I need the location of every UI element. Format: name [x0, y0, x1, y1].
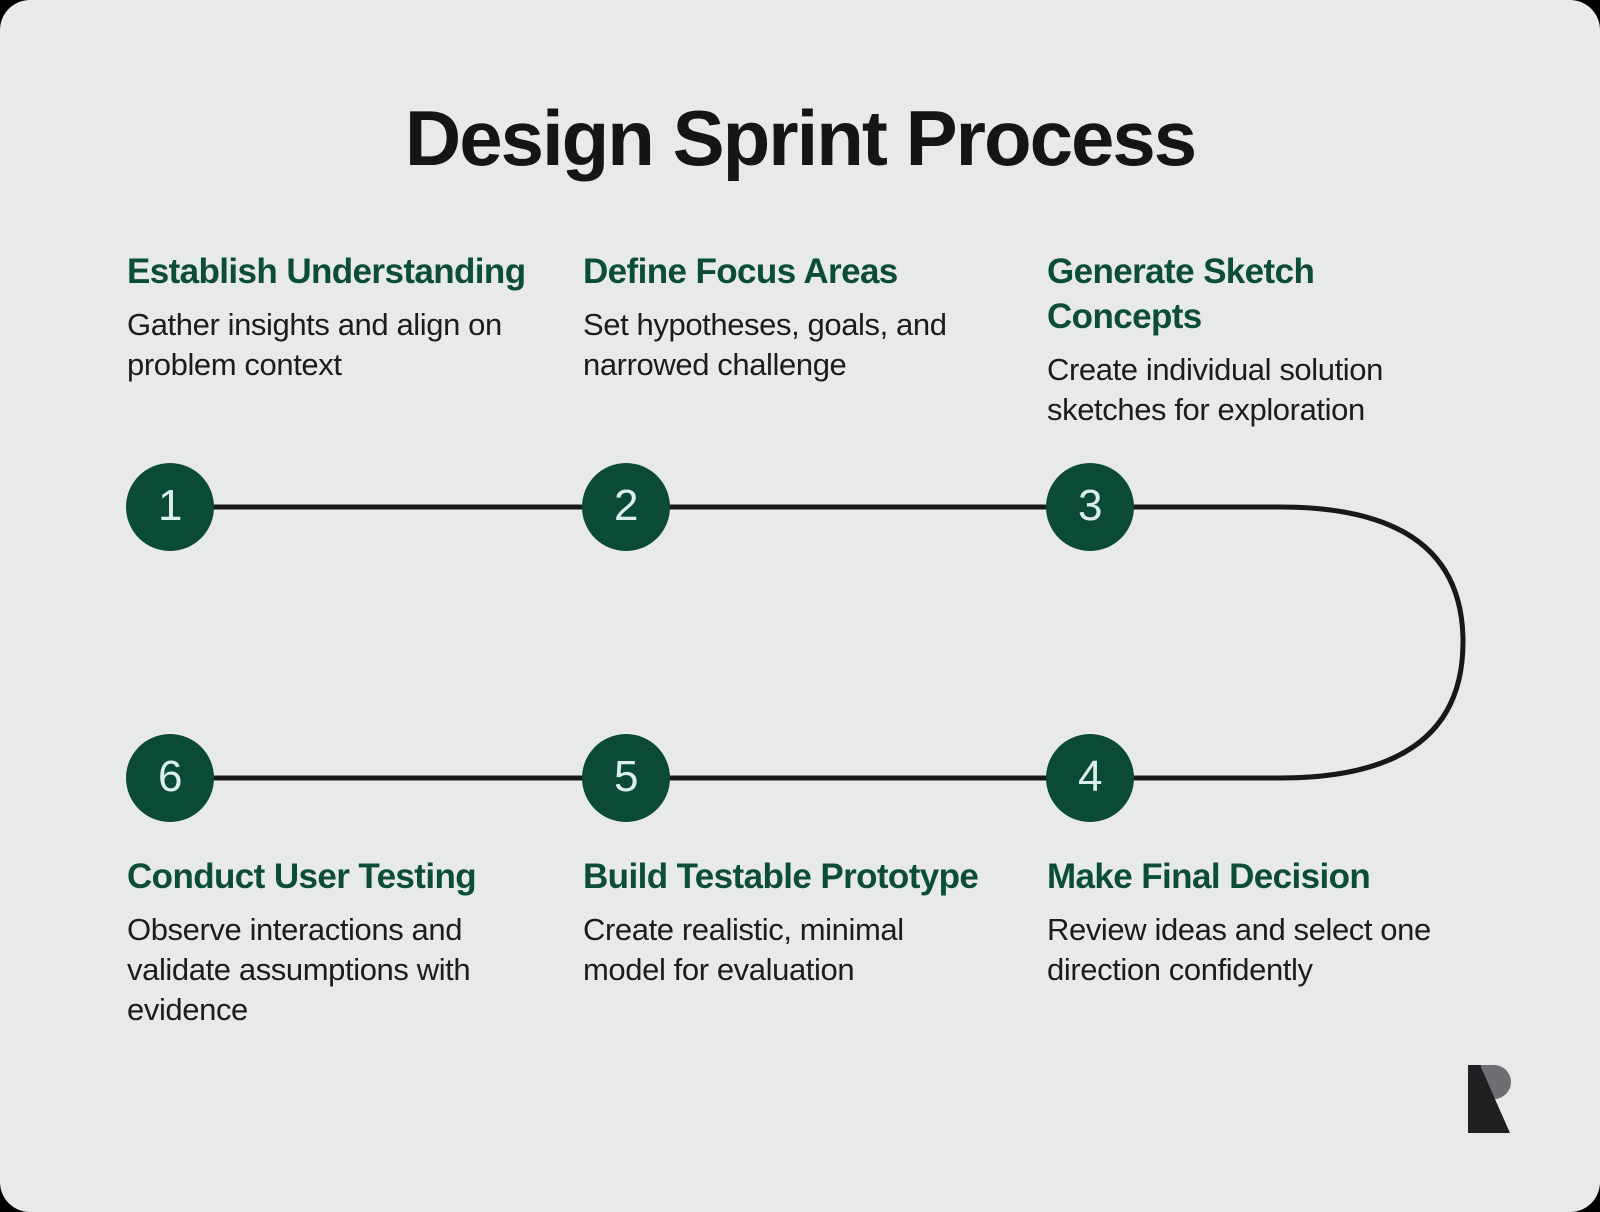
step-5-heading: Build Testable Prototype — [583, 857, 979, 896]
step-1-heading: Establish Understanding — [127, 252, 526, 291]
step-node-6-number: 6 — [158, 752, 182, 801]
step-6-heading: Conduct User Testing — [127, 857, 477, 896]
step-block-2: Define Focus Areas Set hypotheses, goals… — [583, 250, 1003, 385]
step-block-3: Generate Sketch Concepts Create individu… — [1047, 250, 1467, 430]
step-node-2[interactable]: 2 — [582, 463, 670, 551]
step-node-2-number: 2 — [614, 481, 638, 530]
step-node-3[interactable]: 3 — [1046, 463, 1134, 551]
step-node-5[interactable]: 5 — [582, 734, 670, 822]
step-5-description: Create realistic, minimal model for eval… — [583, 911, 904, 988]
step-block-1: Establish Understanding Gather insights … — [127, 250, 547, 385]
step-1-description: Gather insights and align on problem con… — [127, 306, 502, 383]
brand-logo-r-icon — [1468, 1065, 1511, 1133]
step-3-description: Create individual solution sketches for … — [1047, 351, 1383, 427]
step-3-heading: Generate Sketch Concepts — [1047, 252, 1315, 336]
step-node-1[interactable]: 1 — [126, 463, 214, 551]
step-2-heading: Define Focus Areas — [583, 252, 898, 291]
page-title: Design Sprint Process — [404, 94, 1197, 182]
step-node-4[interactable]: 4 — [1046, 734, 1134, 822]
step-4-heading: Make Final Decision — [1047, 857, 1371, 896]
step-node-6[interactable]: 6 — [126, 734, 214, 822]
step-node-3-number: 3 — [1078, 481, 1102, 530]
step-block-5: Build Testable Prototype Create realisti… — [583, 855, 1003, 990]
step-4-description: Review ideas and select one direction co… — [1047, 911, 1431, 988]
step-block-4: Make Final Decision Review ideas and sel… — [1047, 855, 1467, 990]
step-node-1-number: 1 — [158, 481, 182, 530]
step-6-description: Observe interactions and validate assump… — [127, 911, 471, 1028]
step-2-description: Set hypotheses, goals, and narrowed chal… — [583, 306, 947, 383]
step-node-4-number: 4 — [1078, 752, 1102, 801]
step-block-6: Conduct User Testing Observe interaction… — [127, 855, 547, 1031]
step-node-5-number: 5 — [614, 752, 638, 801]
